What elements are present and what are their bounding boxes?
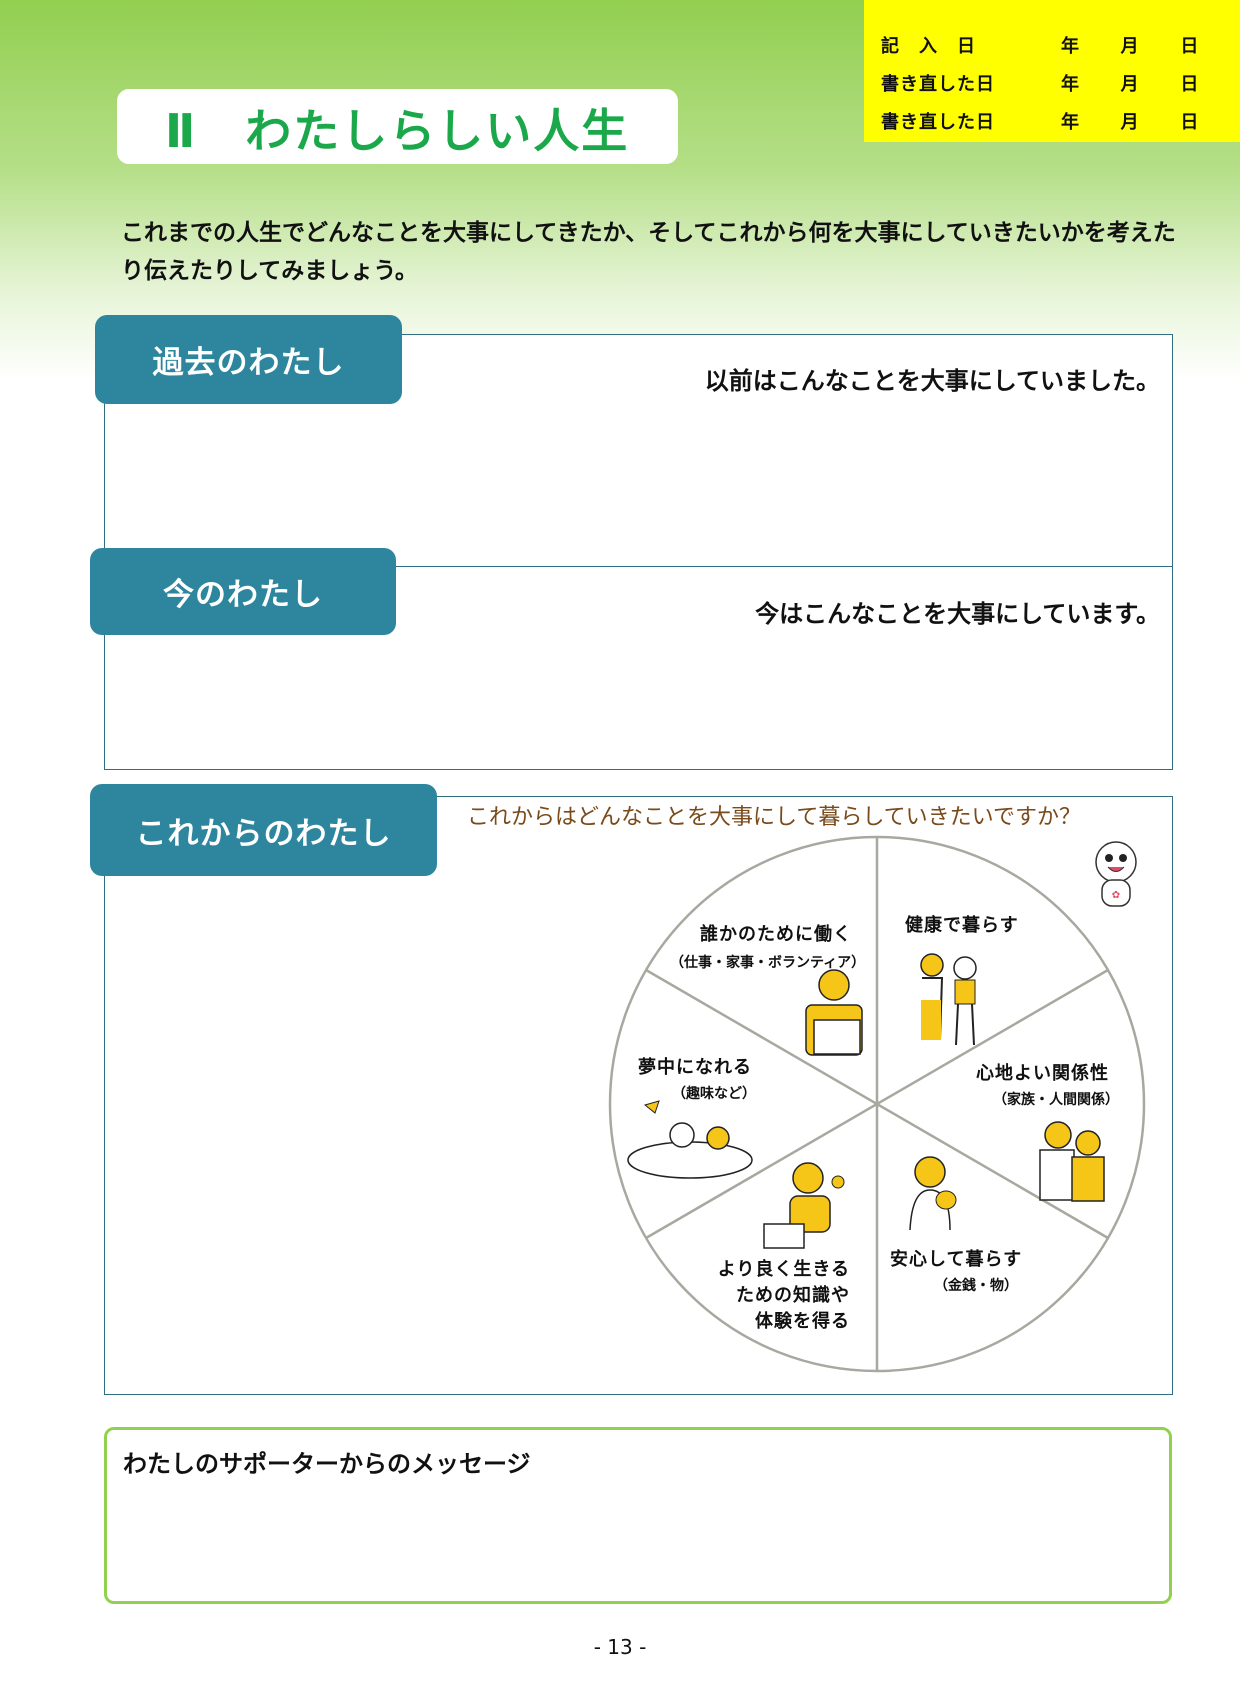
learning-line-2: ための知識や (736, 1285, 850, 1306)
wheel-divider (645, 968, 1109, 1240)
day-label: 日 (1180, 112, 1199, 133)
mascot-icon: ✿ (1095, 841, 1137, 907)
couple-illustration (1039, 1121, 1105, 1202)
wheel-label-work: 誰かのために働く (700, 924, 852, 945)
wheel-label-relations: 心地よい関係性 (976, 1063, 1109, 1084)
wheel-sub-work: （仕事・家事・ボランティア） (670, 955, 866, 971)
supporter-message-label: わたしのサポーターからのメッセージ (123, 1450, 531, 1478)
exercise-illustration (920, 953, 977, 1046)
now-section-tab: 今のわたし (90, 548, 396, 635)
money-illustration (909, 1156, 957, 1231)
past-section-tab: 過去のわたし (95, 315, 402, 404)
year-label: 年 (1060, 74, 1079, 95)
now-prompt: 今はこんなことを大事にしています。 (755, 600, 1160, 628)
date-label: 記 入 日 (881, 36, 976, 57)
wheel-sub-security: （金銭・物） (934, 1278, 1018, 1294)
future-prompt: これからはどんなことを大事にして暮らしていきたいですか？ (467, 805, 1082, 830)
future-section-tab: これからのわたし (90, 784, 437, 876)
date-row-rewrite-2: 書き直した日 年 月 日 (881, 102, 1240, 140)
date-row-rewrite-1: 書き直した日 年 月 日 (881, 64, 1240, 102)
learning-line-1: より良く生きる (717, 1259, 850, 1280)
wheel-sub-relations: （家族・人間関係） (993, 1092, 1119, 1108)
intro-text: これまでの人生でどんなことを大事にしてきたか、そしてこれから何を大事にしていきた… (121, 220, 1176, 284)
page-title: Ⅱ わたしらしい人生 (117, 89, 678, 164)
month-label: 月 (1120, 74, 1139, 95)
date-record-box: 記 入 日 年 月 日 書き直した日 年 月 日 書き直した日 年 月 日 (864, 0, 1240, 142)
month-label: 月 (1120, 112, 1139, 133)
past-prompt: 以前はこんなことを大事にしていました。 (704, 367, 1160, 395)
year-label: 年 (1060, 112, 1079, 133)
wheel-label-security: 安心して暮らす (890, 1249, 1023, 1270)
day-label: 日 (1180, 74, 1199, 95)
month-label: 月 (1120, 36, 1139, 57)
date-label: 書き直した日 (881, 112, 995, 133)
supporter-message-box[interactable]: わたしのサポーターからのメッセージ (104, 1427, 1172, 1604)
date-label: 書き直した日 (881, 74, 995, 95)
wheel-label-hobby: 夢中になれる (638, 1057, 752, 1078)
worker-illustration (805, 969, 863, 1056)
svg-text:✿: ✿ (1112, 890, 1120, 901)
day-label: 日 (1180, 36, 1199, 57)
learning-line-3: 体験を得る (755, 1311, 850, 1332)
wheel-sub-hobby: （趣味など） (672, 1086, 756, 1102)
learning-illustration (763, 1162, 845, 1249)
wheel-label-health: 健康で暮らす (905, 915, 1019, 936)
page-number: - 13 - (593, 1635, 647, 1659)
date-row-entry: 記 入 日 年 月 日 (881, 26, 1240, 64)
year-label: 年 (1060, 36, 1079, 57)
wheel-label-learning: より良く生きる ための知識や 体験を得る (718, 1257, 850, 1335)
hot-spring-illustration (627, 1100, 753, 1179)
